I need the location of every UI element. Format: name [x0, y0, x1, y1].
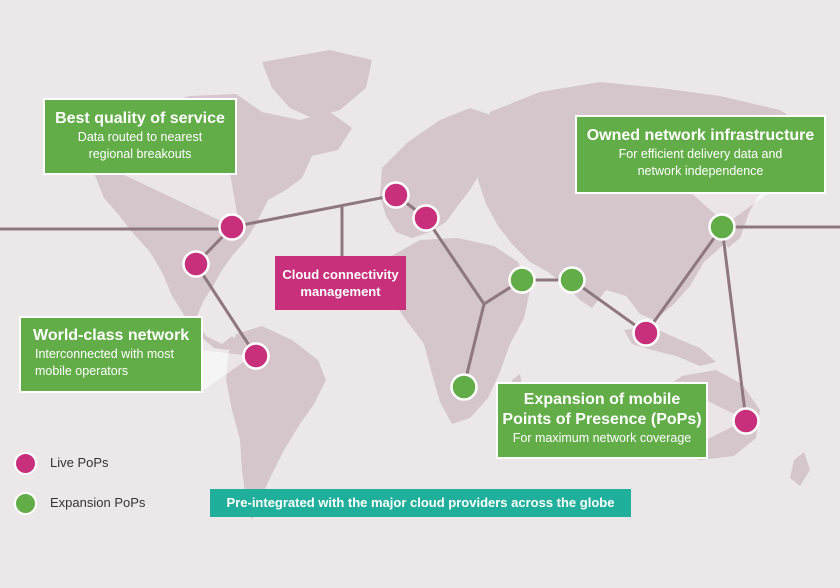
live-pop-frankfurt: [412, 204, 440, 232]
callout-text-line: regional breakouts: [88, 147, 192, 161]
callout-title: World-class network: [33, 327, 190, 344]
callout-text-line: For efficient delivery data and: [618, 147, 783, 161]
live-pop-new-york: [218, 213, 246, 241]
callout-title: Points of Presence (PoPs): [502, 411, 702, 428]
pop-nodes: [182, 181, 760, 435]
line-nyc-london: [230, 193, 398, 229]
callout-beams: [120, 173, 770, 440]
line-miami-saopaulo: [194, 262, 258, 358]
expansion-pop-johannesburg: [450, 373, 478, 401]
live-pop-miami: [182, 250, 210, 278]
live-pop-sydney: [732, 407, 760, 435]
greenland-landmass: [262, 50, 372, 118]
live-pop-sao-paulo: [242, 342, 270, 370]
callout-text-line: Data routed to nearest: [77, 130, 203, 144]
africa-landmass: [384, 238, 530, 424]
beam-mobile: [706, 400, 746, 440]
callout-text-line: Interconnected with most: [35, 347, 174, 361]
cloud-connectivity-line: Cloud connectivity: [282, 267, 399, 282]
callout-owned-network: Owned network infrastructure For efficie…: [577, 117, 824, 192]
live-pop-singapore: [632, 319, 660, 347]
callout-title: Best quality of service: [55, 110, 225, 127]
line-mumbai-singapore: [570, 278, 648, 335]
expansion-pop-tokyo: [708, 213, 736, 241]
live-pop-dot-icon: [14, 452, 37, 475]
south-america-landmass: [226, 326, 326, 520]
line-hub-africa: [462, 302, 486, 388]
beam-owned: [690, 192, 770, 224]
callout-title: Owned network infrastructure: [586, 127, 815, 144]
callout-best-quality: Best quality of service Data routed to n…: [45, 100, 235, 173]
line-frankfurt-hub: [424, 216, 486, 306]
cloud-providers-banner: Pre-integrated with the major cloud prov…: [210, 489, 631, 517]
callout-mobile-pops: Expansion of mobile Points of Presence (…: [498, 384, 706, 457]
line-tokyo-sydney: [720, 225, 748, 422]
legend-label-live: Live PoPs: [50, 455, 109, 470]
callout-text-line: network independence: [637, 164, 764, 178]
cloud-connectivity-box: Cloud connectivity management: [275, 256, 406, 310]
callout-title: Expansion of mobile: [523, 391, 681, 408]
callout-world-class-network: World-class network Interconnected with …: [21, 318, 201, 391]
expansion-pop-dot-icon: [14, 492, 37, 515]
live-pop-london: [382, 181, 410, 209]
legend-label-expansion: Expansion PoPs: [50, 495, 146, 510]
beam-world: [201, 350, 252, 392]
beam-quality: [120, 173, 240, 230]
cloud-connectivity-line: management: [300, 284, 381, 299]
expansion-pop-mumbai: [558, 266, 586, 294]
line-singapore-tokyo: [644, 225, 724, 335]
callout-text-line: mobile operators: [35, 364, 129, 378]
new-zealand-landmass: [790, 452, 810, 486]
expansion-pop-dubai: [508, 266, 536, 294]
callout-text-line: For maximum network coverage: [512, 431, 692, 445]
